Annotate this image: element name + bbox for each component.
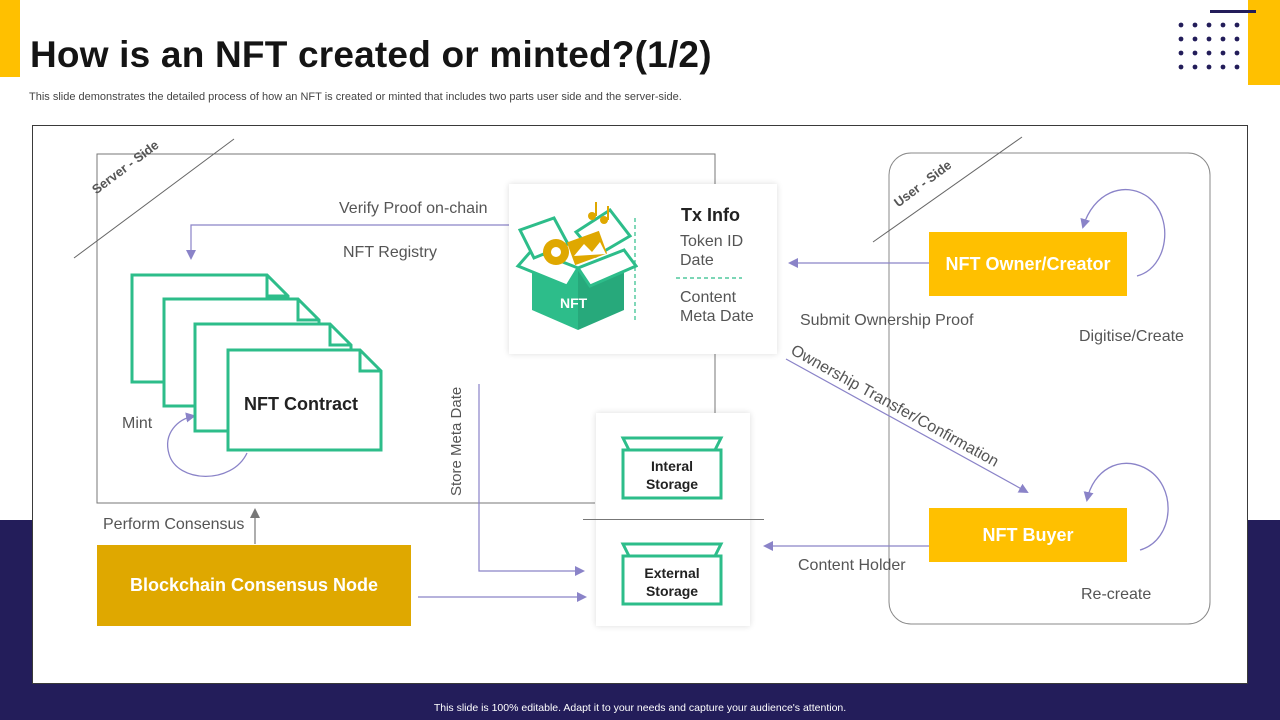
mint-label: Mint [122,415,153,432]
tx-date: Date [680,252,714,269]
internal-storage-icon [620,436,724,500]
slide-title: How is an NFT created or minted?(1/2) [30,34,712,75]
perform-consensus-label: Perform Consensus [103,516,245,533]
slide-footer: This slide is 100% editable. Adapt it to… [433,702,847,714]
external-storage-line1: External [644,565,700,581]
digitise-label: Digitise/Create [1079,328,1184,345]
tx-info-title: Tx Info [681,205,740,225]
nft-contract-stack [130,273,383,452]
blockchain-consensus-node: Blockchain Consensus Node [97,545,411,626]
nft-owner-creator-box: NFT Owner/Creator [929,232,1127,296]
nft-box-icon [515,202,638,330]
dot-grid-decor [1178,22,1240,70]
nft-registry-label: NFT Registry [343,244,437,261]
verify-proof-label: Verify Proof on-chain [339,200,488,217]
submit-proof-label: Submit Ownership Proof [800,312,974,329]
blockchain-consensus-node-label: Blockchain Consensus Node [129,575,379,595]
top-right-line [1210,10,1256,13]
storage-divider [583,519,764,520]
external-storage-label: External Storage [623,564,721,600]
nft-box-label: NFT [560,295,588,311]
left-accent-bar [0,0,20,77]
content-holder-label: Content Holder [798,557,906,574]
slide-subtitle: This slide demonstrates the detailed pro… [29,91,682,103]
user-side-slash [872,136,1023,243]
right-accent-bar [1248,0,1280,85]
tx-token-id: Token ID [680,233,744,250]
nft-contract-label: NFT Contract [244,394,358,414]
mint-loop-arrow [167,412,248,477]
nft-buyer-label: NFT Buyer [982,524,1074,545]
internal-storage-line1: Interal [650,458,693,474]
store-meta-arrow [478,384,585,576]
nft-buyer-box: NFT Buyer [929,508,1127,562]
ownership-transfer-arrow [785,358,1029,493]
tx-meta-date: Meta Date [680,308,754,325]
buyer-loop-arrow [1083,462,1169,551]
tx-info-dividers [634,218,742,320]
user-side-region [888,152,1211,625]
external-storage-icon [620,542,724,606]
tx-content: Content [680,289,737,306]
server-side-slash [73,138,235,259]
nft-owner-creator-label: NFT Owner/Creator [945,253,1111,274]
store-meta-label: Store Meta Date [448,386,465,496]
external-storage-line2: Storage [645,583,699,599]
internal-storage-label: Interal Storage [623,457,721,493]
owner-loop-arrow [1080,188,1166,277]
verify-proof-arrow [186,224,510,260]
internal-storage-line2: Storage [645,476,699,492]
recreate-label: Re-create [1081,586,1152,603]
